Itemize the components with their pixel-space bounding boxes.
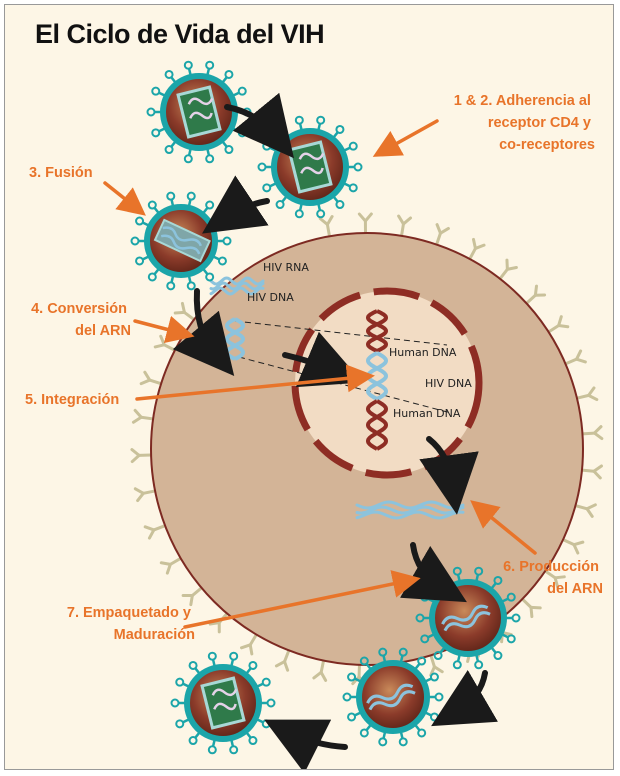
- cd4-receptor: [141, 372, 161, 383]
- pointer-step-3: [105, 183, 135, 207]
- cd4-receptor: [549, 317, 568, 332]
- cd4-receptor: [132, 450, 151, 462]
- step-1-2-label: 1 & 2. Adherencia al receptor CD4 y co-r…: [454, 93, 595, 153]
- cd4-receptor: [500, 260, 516, 279]
- virus-fusing: [132, 193, 231, 290]
- cd4-receptor: [320, 217, 332, 237]
- step-4-line-1: 4. Conversión: [31, 301, 127, 317]
- step-1-2-line-2: receptor CD4 y: [488, 115, 591, 131]
- label-human-dna-bottom: Human DNA: [393, 407, 461, 420]
- label-hiv-dna-integrated: HIV DNA: [425, 377, 472, 390]
- cd4-receptor: [399, 216, 411, 236]
- virus-mature: [172, 653, 275, 754]
- cd4-receptor: [314, 661, 326, 681]
- step-4-label: 4. Conversión del ARN: [31, 301, 131, 339]
- cd4-receptor: [522, 599, 540, 617]
- step-1-2-line-3: co-receptores: [499, 137, 595, 153]
- step-7-line-2: Maduración: [114, 627, 195, 643]
- cd4-receptor: [582, 466, 601, 478]
- cd4-receptor: [359, 214, 371, 233]
- cd4-receptor: [145, 526, 165, 538]
- label-human-dna-top: Human DNA: [389, 346, 457, 359]
- cycle-arrow-8: [291, 733, 345, 747]
- cd4-receptor: [175, 303, 194, 319]
- cd4-receptor: [470, 239, 484, 259]
- cd4-receptor: [563, 540, 583, 553]
- pointer-step-4: [135, 321, 181, 333]
- cd4-receptor: [527, 286, 545, 303]
- cd4-receptor: [242, 635, 257, 654]
- diagram-frame: El Ciclo de Vida del VIH: [4, 4, 614, 770]
- step-3-label: 3. Fusión: [29, 165, 93, 181]
- cd4-receptor: [135, 489, 155, 501]
- label-hiv-rna: HIV RNA: [263, 261, 309, 274]
- cd4-receptor: [183, 588, 201, 605]
- step-6-line-2: del ARN: [547, 581, 603, 597]
- cd4-receptor: [582, 427, 601, 439]
- step-7-label: 7. Empaquetado y Maduración: [67, 605, 195, 643]
- cd4-receptor: [133, 410, 153, 422]
- step-1-2-line-1: 1 & 2. Adherencia al: [454, 93, 591, 109]
- cd4-receptor: [575, 505, 595, 517]
- cd4-receptor: [155, 336, 175, 350]
- step-5-label: 5. Integración: [25, 392, 119, 408]
- cd4-receptor: [577, 388, 597, 400]
- cycle-arrow-7: [457, 673, 485, 711]
- cycle-arrow-2: [227, 201, 267, 217]
- hiv-life-cycle-diagram: HIV RNA HIV DNA Human DNA HIV DNA Human …: [5, 5, 614, 770]
- step-6-line-1: 6. Producción: [503, 559, 599, 575]
- label-hiv-dna-cytoplasm: HIV DNA: [247, 291, 294, 304]
- cd4-receptor: [437, 225, 449, 245]
- cd4-receptor: [566, 351, 586, 364]
- cd4-receptor: [161, 558, 180, 573]
- pointer-step-1: [385, 121, 437, 150]
- cd4-receptor: [276, 650, 288, 670]
- step-4-line-2: del ARN: [75, 323, 131, 339]
- step-7-line-1: 7. Empaquetado y: [67, 605, 191, 621]
